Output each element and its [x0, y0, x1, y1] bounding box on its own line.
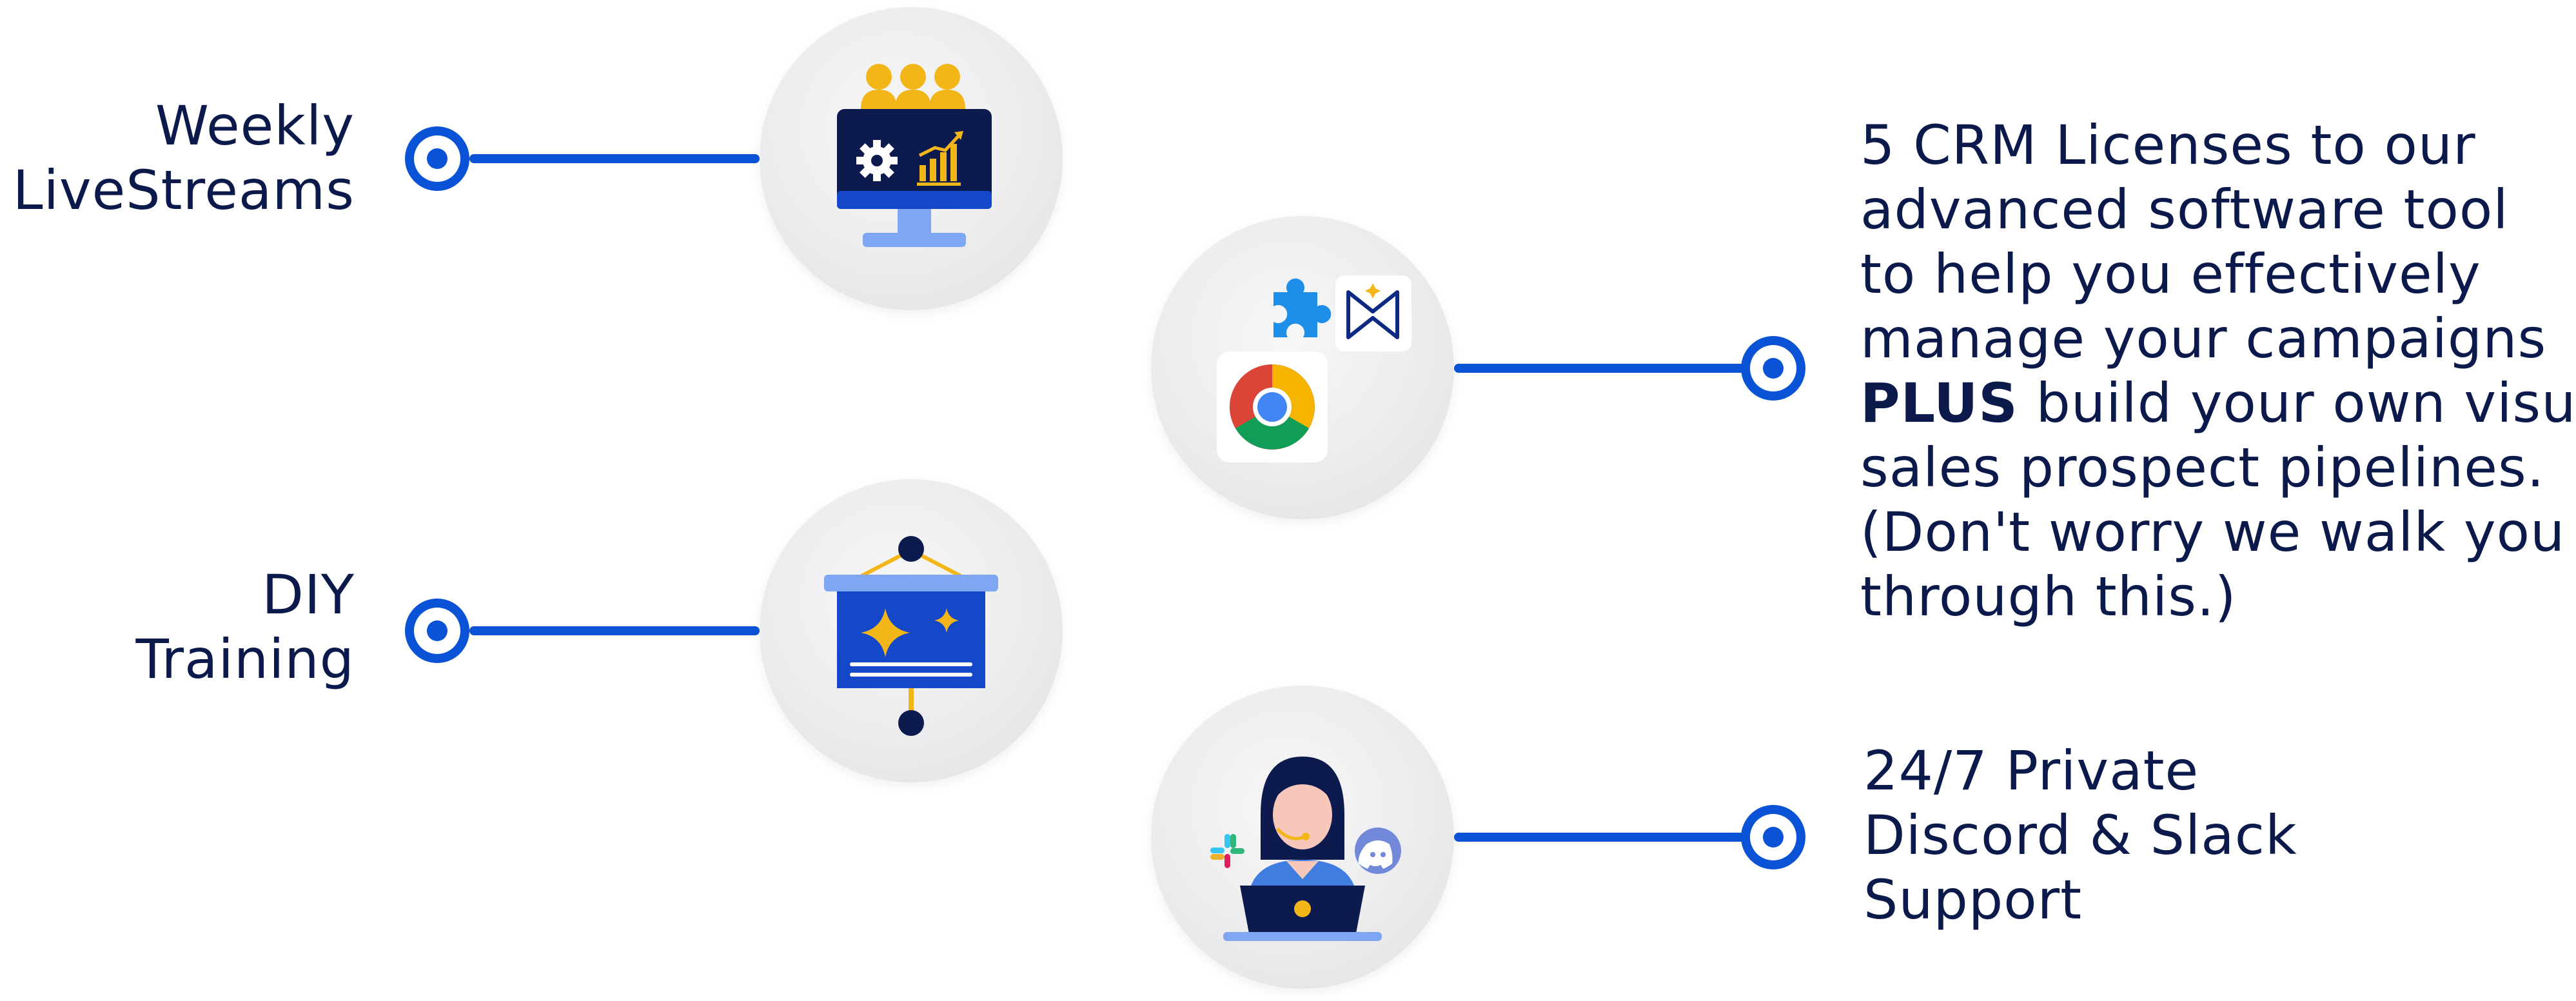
crm-licenses-label-line-5: PLUS build your own visual: [1860, 371, 2576, 435]
diy-training-label: DIY Training: [136, 562, 355, 691]
crm-licenses-label-line-3: to help you effectively: [1860, 243, 2481, 306]
crm-licenses-connector: [1454, 364, 1751, 373]
crm-licenses-label-line-7: (Don't worry we walk you: [1860, 501, 2566, 564]
crm-licenses-label-line-8: through this.): [1860, 565, 2237, 628]
chrome-logo-icon: [1230, 364, 1315, 450]
diy-training-node: [405, 599, 469, 663]
crm-licenses-label-line-1: 5 CRM Licenses to our: [1860, 114, 2476, 177]
support-label-line-2: Discord & Slack: [1863, 804, 2297, 867]
crm-licenses-label: 5 CRM Licenses to our advanced software …: [1860, 113, 2576, 629]
diy-training-connector: [469, 626, 760, 635]
crm-licenses-plus-emphasis: PLUS: [1860, 372, 2018, 435]
crm-licenses-node: [1741, 336, 1805, 401]
crm-licenses-disc: [1151, 216, 1454, 519]
diy-training-label-line-2: Training: [135, 628, 355, 691]
diy-training-disc: [760, 479, 1063, 782]
crm-licenses-label-line-2: advanced software tool: [1860, 178, 2509, 241]
support-label-line-1: 24/7 Private: [1863, 739, 2199, 802]
chrome-extension-icon: [1217, 275, 1411, 462]
support-connector: [1454, 833, 1751, 842]
crm-licenses-label-line-4: manage your campaigns: [1860, 307, 2547, 370]
weekly-livestreams-disc: [760, 7, 1063, 310]
weekly-livestreams-label-line-2: LiveStreams: [12, 159, 355, 222]
presentation-board-icon: [824, 536, 998, 736]
support-node: [1741, 805, 1805, 869]
crm-licenses-label-line-6: sales prospect pipelines.: [1860, 436, 2545, 499]
puzzle-piece-icon: [1273, 278, 1332, 337]
weekly-livestreams-label-line-1: Weekly: [155, 94, 355, 157]
weekly-livestreams-label: Weekly LiveStreams: [13, 94, 355, 223]
support-label: 24/7 Private Discord & Slack Support: [1863, 738, 2297, 932]
weekly-livestreams-node: [405, 126, 469, 191]
support-label-line-3: Support: [1863, 868, 2083, 931]
diy-training-label-line-1: DIY: [262, 563, 355, 626]
weekly-livestreams-connector: [469, 154, 760, 163]
support-disc: [1151, 686, 1454, 989]
slack-logo-icon: [1210, 834, 1244, 868]
monitor-analytics-icon: [837, 64, 992, 247]
discord-logo-icon: [1355, 828, 1401, 874]
support-agent-icon: [1210, 757, 1401, 941]
crm-licenses-label-line-5-rest: build your own visual: [2018, 372, 2576, 435]
